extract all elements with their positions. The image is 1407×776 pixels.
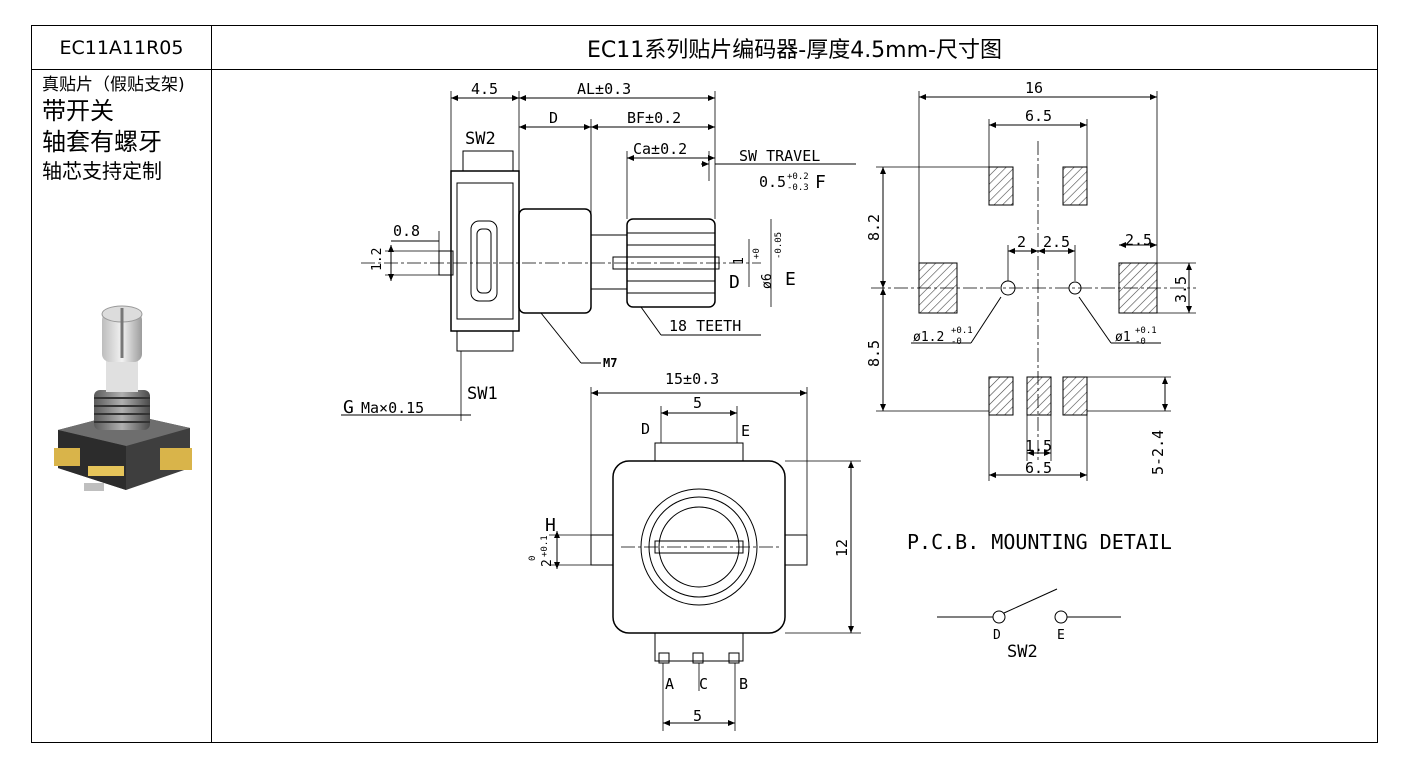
pin-e: E: [741, 422, 750, 440]
m7-label: M7: [603, 356, 617, 370]
pcb-dim-3-5: 3.5: [1172, 276, 1190, 303]
pcb-hole-1-tol-up: +0.1: [1135, 326, 1157, 336]
feature-notes: 真贴片（假贴支架) 带开关 轴套有螺牙 轴芯支持定制: [42, 75, 212, 185]
sw2-label: SW2: [465, 129, 496, 149]
sw-travel-tol-up: +0.2: [787, 172, 809, 182]
pcb-hole-1-tol-down: -0: [1135, 337, 1146, 347]
dim-0-8: 0.8: [393, 222, 420, 240]
column-divider: [211, 26, 212, 742]
dim-15: 15±0.3: [665, 370, 719, 388]
pin-a: A: [665, 675, 674, 693]
dim-5-bottom: 5: [693, 707, 702, 725]
dim-bf: BF±0.2: [627, 109, 681, 127]
sw1-label: SW1: [467, 384, 498, 404]
dim-d: D: [549, 109, 558, 127]
pin-b: B: [739, 675, 748, 693]
dim-ma: Ma×0.15: [361, 399, 424, 417]
sw-travel-label: SW TRAVEL: [739, 147, 820, 165]
dim-2-tol: +0.1: [540, 535, 550, 557]
note-switch: 带开关: [42, 97, 114, 125]
pcb-hole-1-2-tol-up: +0.1: [951, 326, 973, 336]
dim-2: 2: [540, 559, 555, 567]
pcb-hole-1: ø1: [1115, 330, 1131, 345]
dim-ca: Ca±0.2: [633, 140, 687, 158]
pcb-caption: P.C.B. MOUNTING DETAIL: [907, 530, 1172, 554]
pcb-dim-2: 2: [1017, 233, 1026, 251]
pcb-hole-1-2-tol-down: -0: [951, 337, 962, 347]
pcb-dim-2-5: 2.5: [1043, 233, 1070, 251]
pin-c: C: [699, 675, 708, 693]
row-divider: [32, 69, 1377, 70]
pcb-dim-6-5-top: 6.5: [1025, 107, 1052, 125]
note-smd: 真贴片（假贴支架): [42, 75, 185, 95]
sw-travel-tol-down: -0.3: [787, 183, 809, 193]
note-shaft: 轴芯支持定制: [42, 159, 162, 183]
pcb-view: [871, 91, 1196, 481]
switch-label: SW2: [1007, 642, 1038, 662]
product-photo: [54, 305, 192, 491]
drawing-title: EC11系列贴片编码器-厚度4.5mm-尺寸图: [587, 37, 1002, 63]
front-view: [549, 387, 861, 731]
pcb-hole-1-2: ø1.2: [913, 330, 944, 345]
switch-pin-d: D: [993, 628, 1001, 643]
dim-12: 12: [833, 539, 851, 557]
dim-4-5: 4.5: [471, 80, 498, 98]
letter-d: D: [729, 272, 740, 293]
technical-drawing: 4.5 AL±0.3 D BF±0.2 Ca±0.2 SW TRAVEL 0.5…: [341, 79, 1196, 731]
letter-g: G: [343, 397, 354, 418]
dim-5-top: 5: [693, 394, 702, 412]
teeth-label: 18 TEETH: [669, 317, 741, 335]
pcb-dim-8-2: 8.2: [865, 214, 883, 241]
pcb-dim-8-5: 8.5: [865, 340, 883, 367]
drawing-sheet: EC11A11R05 EC11系列贴片编码器-厚度4.5mm-尺寸图 真贴片（假…: [31, 25, 1378, 743]
letter-h: H: [545, 515, 556, 536]
pcb-dim-5-2-4: 5-2.4: [1149, 430, 1167, 475]
side-view: [341, 91, 856, 421]
dia-6-tol-up: +0: [752, 248, 762, 259]
dim-1-2: 1.2: [370, 248, 385, 271]
dia-6: ø6: [760, 273, 775, 289]
dim-1: 1: [732, 257, 747, 265]
switch-symbol: [937, 588, 1121, 624]
pcb-dim-1-5: 1.5: [1025, 437, 1052, 455]
dia-6-tol-down: -0.05: [774, 232, 784, 259]
pin-d: D: [641, 420, 650, 438]
pcb-dim-2-5-right: 2.5: [1125, 231, 1152, 249]
part-number: EC11A11R05: [59, 36, 184, 59]
dim-al: AL±0.3: [577, 80, 631, 98]
switch-pin-e: E: [1057, 628, 1065, 643]
dim-2-tol-down: 0: [528, 556, 538, 561]
sw-travel-value: 0.5: [759, 173, 786, 191]
note-thread: 轴套有螺牙: [42, 128, 162, 156]
letter-e: E: [785, 269, 796, 290]
sw-travel-letter: F: [815, 172, 826, 193]
pcb-dim-6-5-bottom: 6.5: [1025, 459, 1052, 477]
pcb-dim-16: 16: [1025, 79, 1043, 97]
